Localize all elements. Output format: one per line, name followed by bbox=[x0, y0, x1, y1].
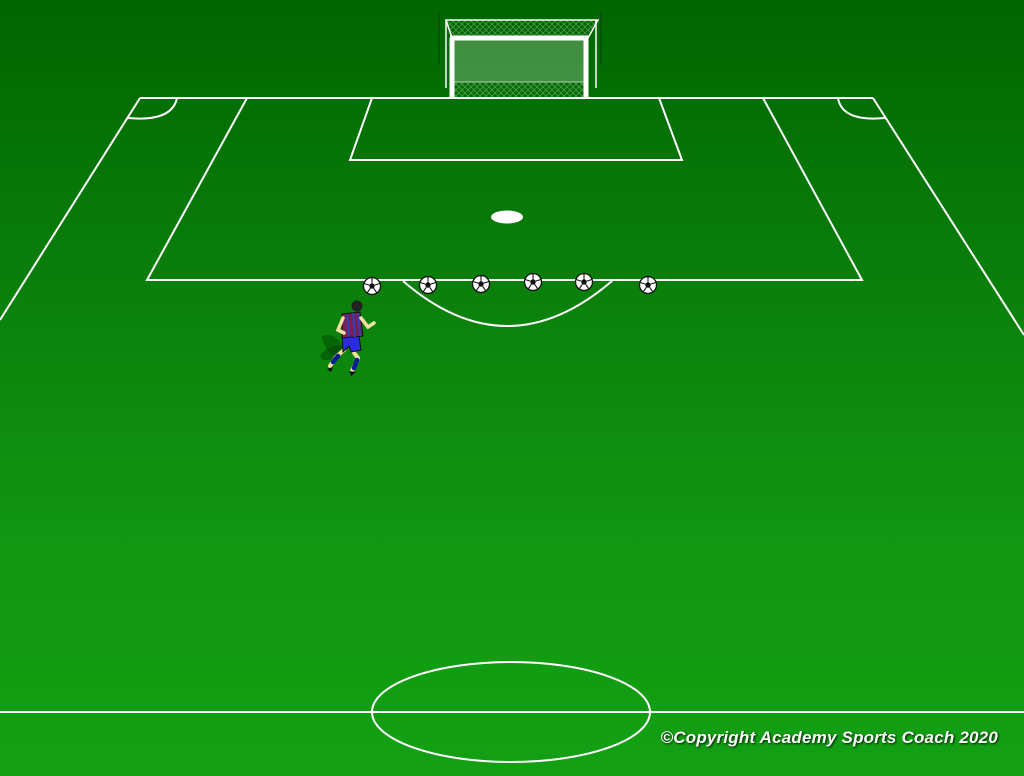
player-left-sock bbox=[330, 353, 341, 365]
right-touchline bbox=[872, 97, 1024, 336]
player-shadow-body bbox=[322, 335, 342, 356]
player-head bbox=[351, 300, 363, 312]
left-touchline bbox=[0, 97, 141, 321]
goal-net-lower bbox=[452, 82, 588, 98]
player-right-arm bbox=[359, 316, 376, 330]
ball bbox=[362, 276, 382, 296]
penalty-area bbox=[145, 97, 864, 281]
goal-net bbox=[444, 19, 600, 39]
ball bbox=[471, 274, 491, 294]
penalty-arc bbox=[402, 280, 613, 327]
right-corner-arc bbox=[837, 97, 886, 120]
ball bbox=[638, 275, 658, 295]
pitch-markings bbox=[0, 97, 1024, 763]
player-figure bbox=[320, 300, 376, 376]
penalty-spot bbox=[491, 210, 523, 224]
centre-circle bbox=[371, 661, 651, 763]
left-corner-arc bbox=[127, 97, 178, 120]
ball bbox=[574, 272, 594, 292]
goal-area bbox=[348, 97, 684, 161]
goal bbox=[438, 12, 602, 98]
player-shorts bbox=[341, 335, 362, 354]
goal-net-back bbox=[451, 37, 589, 83]
ball bbox=[418, 275, 438, 295]
player-right-boot bbox=[349, 371, 356, 376]
player-left-boot bbox=[327, 367, 333, 372]
player-right-sock bbox=[351, 357, 360, 371]
copyright-text: ©Copyright Academy Sports Coach 2020 bbox=[660, 728, 998, 747]
ball bbox=[523, 272, 543, 292]
player-left-arm bbox=[335, 316, 346, 335]
player-jersey-stripes bbox=[345, 312, 362, 338]
